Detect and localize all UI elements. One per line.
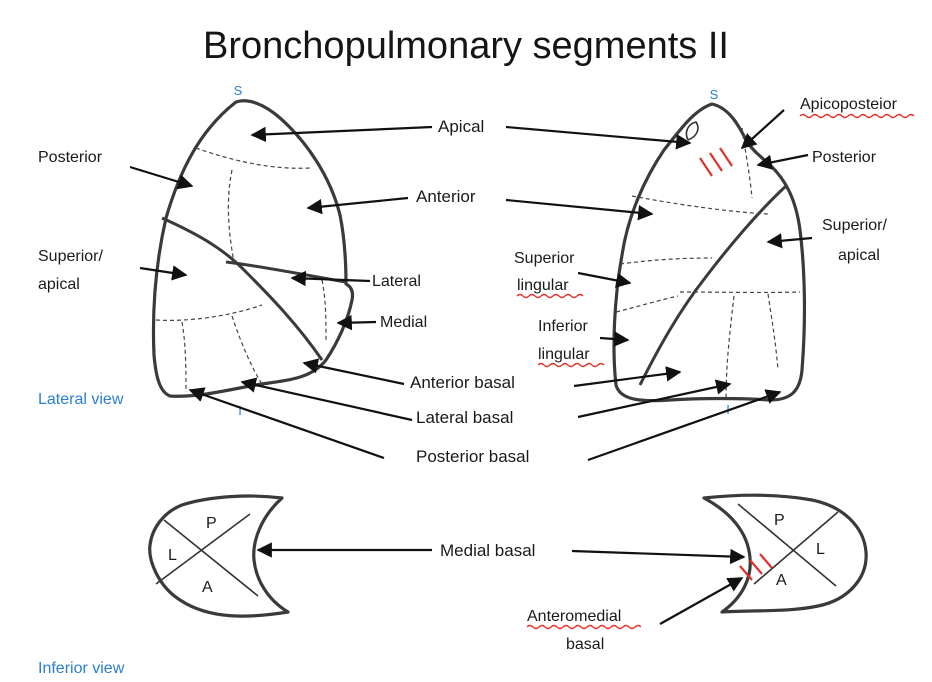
left-inferior-outline [702,493,868,614]
label-posterior-basal: Posterior basal [416,447,529,466]
right-lung-inferior-marker: I [238,403,242,418]
superior-lingular-underline [516,293,584,299]
left-lung-inferior [702,493,868,614]
label-posterior-left: Posterior [812,149,877,166]
right-dash-3 [155,304,263,321]
label-superior-lingular-1: Superior [514,250,575,267]
inferior-view-label: Inferior view [38,660,125,677]
label-superior-apical-left-2: apical [838,247,880,264]
apicoposterior-underline [799,113,915,119]
label-anterior-basal: Anterior basal [410,373,515,392]
label-superior-apical-left-1: Superior/ [822,217,887,234]
right-dash-5 [231,315,263,385]
label-posterior-right: Posterior [38,149,103,166]
label-anterior: Anterior [416,187,476,206]
left-lung-lateral [612,102,807,403]
label-anteromedial-1: Anteromedial [527,608,621,625]
right-oblique-fissure [161,216,324,361]
left-apex-notch [685,121,699,141]
left-dash-6 [725,295,735,399]
label-apical: Apical [438,117,484,136]
lateral-view-label: Lateral view [38,391,124,408]
diagram-title: Bronchopulmonary segments II [203,25,729,67]
left-inferior-letter-l: L [816,541,825,558]
right-inferior-outline [148,494,290,618]
right-dash-6 [321,279,327,343]
label-lateral: Lateral [372,273,421,290]
label-lateral-basal: Lateral basal [416,408,513,427]
right-lung-inferior [148,494,290,618]
left-dash-1 [631,195,769,215]
right-inferior-letter-a: A [202,579,213,596]
right-inferior-letter-l: L [168,547,177,564]
upper-arrows [129,109,813,462]
left-dash-2 [741,127,753,199]
left-lung-superior-marker: S [710,87,719,102]
medial-basal-arrow-right [571,548,746,565]
right-dash-2 [227,169,235,263]
left-inferior-letter-a: A [776,572,787,589]
inferior-lingular-underline [537,362,605,368]
anteromedial-arrow [659,577,744,625]
label-medial-basal: Medial basal [440,541,535,560]
left-dash-4 [615,295,679,313]
left-inferior-letter-p: P [774,512,785,529]
label-apicoposterior: Apicoposteior [800,96,898,113]
label-anteromedial-2: basal [566,636,604,653]
left-lung-outline [612,102,807,403]
left-oblique-fissure [638,184,788,386]
anteromedial-underline [526,624,642,630]
label-superior-apical-right-1: Superior/ [38,248,103,265]
right-inferior-letter-p: P [206,515,217,532]
label-medial: Medial [380,314,427,331]
right-dash-1 [195,147,311,169]
right-dash-4 [181,321,187,393]
right-lung-superior-marker: S [234,83,243,98]
label-superior-lingular-2: lingular [517,277,569,294]
label-inferior-lingular-1: Inferior [538,318,588,335]
left-dash-7 [767,293,779,371]
right-lung-lateral [151,99,355,398]
right-lung-outline [151,99,355,398]
label-superior-apical-right-2: apical [38,276,80,293]
left-dash-3 [619,257,713,265]
label-inferior-lingular-2: lingular [538,346,590,363]
